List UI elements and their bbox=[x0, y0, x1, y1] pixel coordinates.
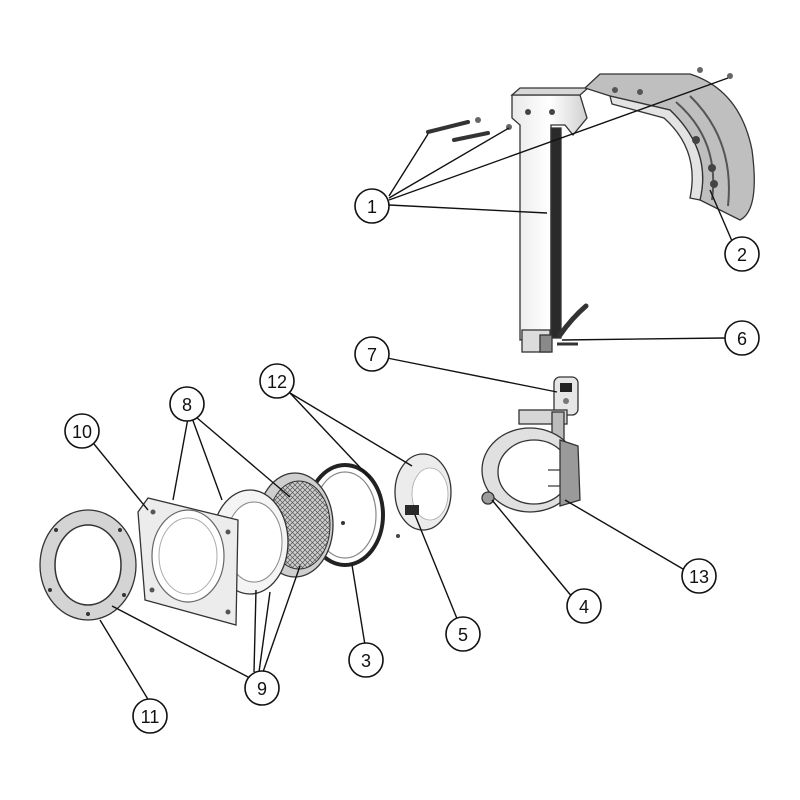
svg-text:4: 4 bbox=[579, 597, 589, 617]
callout-4: 4 bbox=[566, 588, 602, 624]
remote-module-part bbox=[553, 376, 579, 416]
front-bezel-part bbox=[39, 509, 137, 621]
housing-screw-part bbox=[481, 491, 495, 505]
callout-12: 12 bbox=[259, 363, 295, 399]
callout-9: 9 bbox=[244, 670, 280, 706]
callout-2: 2 bbox=[724, 236, 760, 272]
svg-text:13: 13 bbox=[689, 567, 709, 587]
svg-text:6: 6 bbox=[737, 329, 747, 349]
callout-10: 10 bbox=[64, 413, 100, 449]
curved-bracket-part bbox=[583, 73, 755, 221]
lamp-dome-part bbox=[394, 453, 452, 538]
svg-text:11: 11 bbox=[141, 707, 160, 727]
callout-7: 7 bbox=[354, 336, 390, 372]
callout-5: 5 bbox=[445, 616, 481, 652]
callout-3: 3 bbox=[348, 642, 384, 678]
niche-housing-part bbox=[481, 409, 581, 513]
callout-8: 8 bbox=[169, 386, 205, 422]
callout-6: 6 bbox=[724, 320, 760, 356]
svg-text:5: 5 bbox=[458, 625, 468, 645]
svg-text:7: 7 bbox=[367, 345, 377, 365]
square-faceplate-part bbox=[137, 497, 239, 626]
svg-text:8: 8 bbox=[182, 395, 192, 415]
callout-1: 1 bbox=[354, 188, 390, 224]
screws-part bbox=[426, 67, 733, 142]
mounting-post-part bbox=[510, 87, 590, 353]
svg-text:1: 1 bbox=[367, 197, 377, 217]
svg-text:9: 9 bbox=[257, 679, 267, 699]
svg-text:10: 10 bbox=[72, 422, 92, 442]
callout-13: 13 bbox=[681, 558, 717, 594]
callout-11: 11 bbox=[132, 698, 168, 734]
leader-lines bbox=[93, 77, 733, 702]
svg-text:3: 3 bbox=[361, 651, 371, 671]
cable-part bbox=[557, 303, 589, 346]
svg-text:12: 12 bbox=[267, 372, 287, 392]
svg-text:2: 2 bbox=[737, 245, 747, 265]
